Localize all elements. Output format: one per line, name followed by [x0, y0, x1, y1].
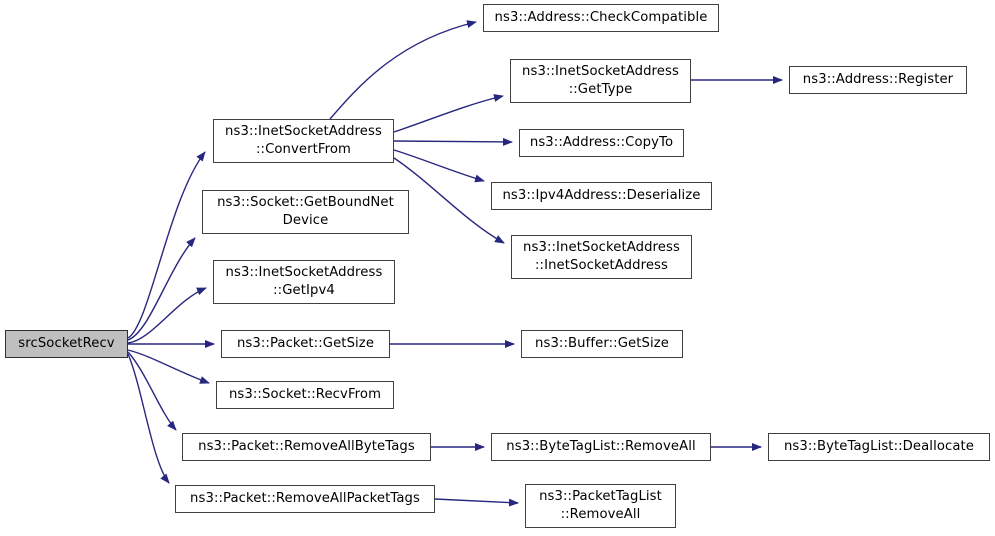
graph-node-label: ns3::Ipv4Address::Deserialize [502, 187, 701, 203]
graph-node-convert-from[interactable]: ns3::InetSocketAddress ::ConvertFrom [213, 119, 394, 163]
graph-node-byte-tag-list-remove-all[interactable]: ns3::ByteTagList::RemoveAll [491, 433, 711, 461]
graph-node-remove-all-packet-tags[interactable]: ns3::Packet::RemoveAllPacketTags [175, 485, 435, 513]
graph-node-inet-socket-address-ctor[interactable]: ns3::InetSocketAddress ::InetSocketAddre… [511, 235, 692, 279]
graph-node-label: ns3::Socket::RecvFrom [228, 386, 382, 402]
graph-node-check-compatible[interactable]: ns3::Address::CheckCompatible [483, 4, 719, 32]
graph-node-label: ns3::PacketTagList ::RemoveAll [539, 488, 662, 522]
graph-node-label: ns3::Packet::RemoveAllByteTags [198, 438, 415, 454]
graph-node-label: srcSocketRecv [18, 335, 115, 351]
graph-node-socket-recv-from[interactable]: ns3::Socket::RecvFrom [216, 381, 394, 409]
graph-node-label: ns3::Address::CopyTo [529, 134, 674, 150]
graph-node-label: ns3::ByteTagList::Deallocate [783, 438, 975, 454]
graph-node-label: ns3::Address::CheckCompatible [494, 9, 708, 25]
graph-node-get-ipv4[interactable]: ns3::InetSocketAddress ::GetIpv4 [213, 260, 395, 304]
graph-node-label: ns3::InetSocketAddress ::InetSocketAddre… [523, 239, 680, 273]
graph-node-label: ns3::InetSocketAddress ::GetIpv4 [225, 264, 383, 298]
graph-node-get-type[interactable]: ns3::InetSocketAddress ::GetType [510, 59, 691, 103]
graph-node-address-copy-to[interactable]: ns3::Address::CopyTo [519, 129, 684, 157]
graph-node-ipv4-deserialize[interactable]: ns3::Ipv4Address::Deserialize [491, 182, 712, 210]
graph-node-address-register[interactable]: ns3::Address::Register [789, 66, 967, 94]
graph-node-label: ns3::ByteTagList::RemoveAll [506, 438, 696, 454]
graph-node-label: ns3::Buffer::GetSize [535, 335, 669, 351]
graph-node-packet-tag-list-remove-all[interactable]: ns3::PacketTagList ::RemoveAll [525, 484, 676, 528]
graph-node-label: ns3::Packet::GetSize [236, 335, 375, 351]
graph-node-label: ns3::Packet::RemoveAllPacketTags [190, 490, 420, 506]
graph-node-byte-tag-list-deallocate[interactable]: ns3::ByteTagList::Deallocate [768, 433, 990, 461]
graph-node-get-bound-net-device[interactable]: ns3::Socket::GetBoundNet Device [202, 190, 409, 234]
graph-node-label: ns3::Socket::GetBoundNet Device [217, 194, 394, 228]
graph-node-packet-get-size[interactable]: ns3::Packet::GetSize [221, 330, 390, 358]
graph-node-remove-all-byte-tags[interactable]: ns3::Packet::RemoveAllByteTags [182, 433, 431, 461]
graph-node-buffer-get-size[interactable]: ns3::Buffer::GetSize [521, 330, 683, 358]
graph-node-root[interactable]: srcSocketRecv [5, 330, 128, 358]
graph-node-label: ns3::Address::Register [802, 71, 954, 87]
graph-node-label: ns3::InetSocketAddress ::GetType [522, 63, 679, 97]
graph-node-label: ns3::InetSocketAddress ::ConvertFrom [225, 123, 382, 157]
